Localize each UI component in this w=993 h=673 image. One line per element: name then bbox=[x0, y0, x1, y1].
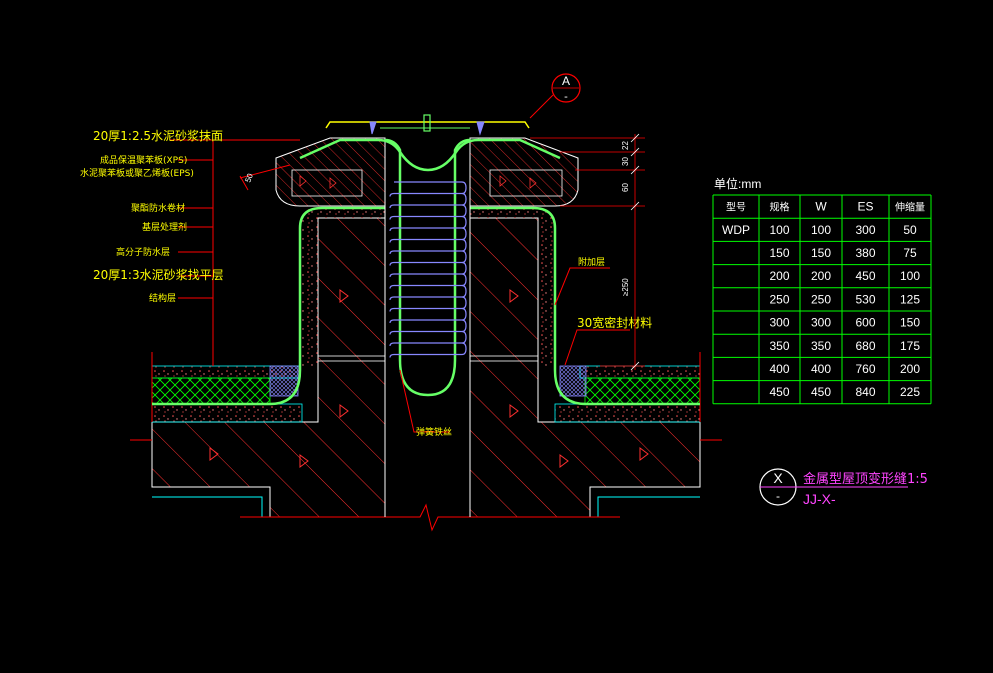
table-cell: 225 bbox=[900, 385, 920, 399]
table-cell: 50 bbox=[903, 223, 917, 237]
table-cell: WDP bbox=[722, 223, 750, 237]
spec-table: 单位:mm 型号 规格 W ES 伸缩量 WDP 100 100 300 50 150 150 380 7… bbox=[712, 176, 932, 405]
callout-a-sub: - bbox=[564, 91, 568, 103]
title-block: X - 金属型屋顶变形缝1:5 JJ-X- bbox=[759, 468, 928, 507]
dim-60: 60 bbox=[621, 183, 630, 192]
label-polyester: 聚酯防水卷材 bbox=[131, 202, 185, 214]
table-cell: 75 bbox=[903, 246, 917, 260]
table-cell: 450 bbox=[769, 385, 789, 399]
cover-plate bbox=[325, 114, 530, 136]
table-cell: 380 bbox=[855, 246, 875, 260]
title-symbol-letter: X bbox=[773, 470, 783, 486]
table-cell: 125 bbox=[900, 292, 920, 306]
dim-22: 22 bbox=[621, 141, 630, 150]
membrane bbox=[152, 138, 700, 406]
table-cell: 100 bbox=[811, 223, 831, 237]
table-cell: 530 bbox=[855, 292, 875, 306]
table-cell: 175 bbox=[900, 339, 920, 353]
table-cell: 250 bbox=[769, 292, 789, 306]
label-added-layer: 附加层 bbox=[578, 256, 605, 268]
table-header-cell: 伸缩量 bbox=[895, 201, 925, 214]
insulation-right bbox=[584, 377, 701, 405]
table-cell: 450 bbox=[855, 269, 875, 283]
dimensions bbox=[530, 133, 645, 371]
structure bbox=[130, 217, 722, 532]
label-xps: 成品保温聚苯板(XPS) bbox=[100, 154, 187, 166]
table-header-cell: ES bbox=[857, 200, 873, 214]
spring bbox=[389, 181, 467, 358]
callout-a-letter: A bbox=[562, 74, 570, 88]
table-cell: 200 bbox=[769, 269, 789, 283]
roof-layers bbox=[151, 352, 701, 423]
table-cell: 150 bbox=[811, 246, 831, 260]
dim-50: 50 bbox=[243, 172, 255, 184]
table-cell: 300 bbox=[855, 223, 875, 237]
table-cell: 100 bbox=[900, 269, 920, 283]
table-unit: 单位:mm bbox=[714, 176, 761, 191]
dim-250: ≥250 bbox=[621, 278, 630, 296]
table-cell: 840 bbox=[855, 385, 875, 399]
table-cell: 400 bbox=[811, 362, 831, 376]
label-polymer: 高分子防水层 bbox=[116, 246, 170, 258]
table-cell: 300 bbox=[769, 316, 789, 330]
table-header-cell: 规格 bbox=[770, 201, 790, 214]
table-cell: 100 bbox=[769, 223, 789, 237]
table-header-cell: W bbox=[815, 200, 827, 214]
label-sealant: 30宽密封材料 bbox=[577, 315, 652, 330]
table-cell: 200 bbox=[900, 362, 920, 376]
left-labels: 20厚1:2.5水泥砂浆抹面 成品保温聚苯板(XPS) 水泥聚苯板或聚乙烯板(E… bbox=[80, 128, 255, 304]
table-cell: 450 bbox=[811, 385, 831, 399]
table-cell: 150 bbox=[769, 246, 789, 260]
table-cell: 200 bbox=[811, 269, 831, 283]
label-primer: 基层处理剂 bbox=[142, 221, 187, 233]
table-cell: 300 bbox=[811, 316, 831, 330]
table-header-cell: 型号 bbox=[726, 201, 746, 214]
label-structure: 结构层 bbox=[149, 292, 176, 304]
right-labels: 附加层 30宽密封材料 弹簧铁丝 bbox=[416, 256, 652, 438]
label-spring-wire: 弹簧铁丝 bbox=[416, 426, 452, 438]
title-ref: JJ-X- bbox=[803, 491, 836, 507]
cap-left bbox=[275, 137, 386, 207]
left-leaders bbox=[170, 139, 300, 366]
title-text: 金属型屋顶变形缝1:5 bbox=[803, 471, 928, 487]
insulation-left bbox=[151, 377, 271, 405]
callout-a: A - bbox=[529, 73, 581, 119]
table-cell: 680 bbox=[855, 339, 875, 353]
title-symbol-sub: - bbox=[776, 489, 780, 503]
table-cell: 400 bbox=[769, 362, 789, 376]
dimension-texts: 22 30 60 ≥250 bbox=[621, 141, 630, 296]
table-cell: 150 bbox=[900, 316, 920, 330]
sealant-right bbox=[559, 365, 587, 397]
curb-mortar bbox=[300, 206, 555, 366]
table-cell: 350 bbox=[811, 339, 831, 353]
table-cell: 250 bbox=[811, 292, 831, 306]
dim-30: 30 bbox=[621, 157, 630, 166]
label-eps: 水泥聚苯板或聚乙烯板(EPS) bbox=[80, 167, 194, 179]
label-screed-top: 20厚1:2.5水泥砂浆抹面 bbox=[93, 128, 223, 143]
sealant-left bbox=[269, 365, 299, 397]
table-cell: 350 bbox=[769, 339, 789, 353]
label-screed-level: 20厚1:3水泥砂浆找平层 bbox=[93, 267, 224, 282]
table-cell: 760 bbox=[855, 362, 875, 376]
table-cell: 600 bbox=[855, 316, 875, 330]
right-leaders bbox=[399, 267, 630, 433]
